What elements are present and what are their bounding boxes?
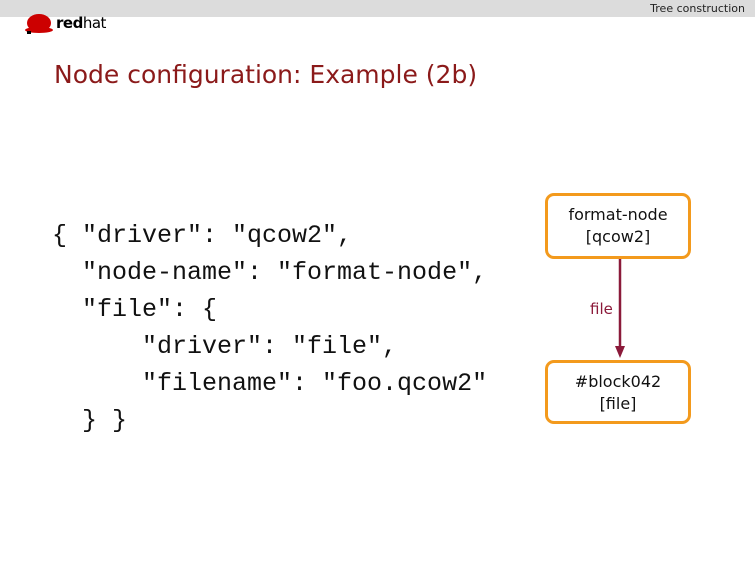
node-format-node: format-node [qcow2] [545, 193, 691, 259]
node-driver: [file] [599, 394, 637, 413]
slide-title: Node configuration: Example (2b) [54, 60, 478, 89]
code-line: } } [52, 406, 128, 435]
section-title: Tree construction [650, 2, 745, 15]
edge-label: file [590, 300, 613, 318]
redhat-hat-icon [25, 14, 53, 34]
logo-text: redhat [56, 14, 106, 32]
node-block042: #block042 [file] [545, 360, 691, 424]
node-driver: [qcow2] [585, 227, 651, 246]
code-line: { "driver": "qcow2", [52, 221, 353, 250]
code-line: "node-name": "format-node", [52, 258, 488, 287]
node-name: format-node [568, 205, 668, 224]
code-line: "driver": "file", [52, 332, 398, 361]
code-block: { "driver": "qcow2", "node-name": "forma… [52, 217, 487, 439]
redhat-logo: redhat [24, 10, 106, 36]
node-name: #block042 [574, 372, 662, 391]
code-line: "file": { [52, 295, 218, 324]
code-line: "filename": "foo.qcow2" [52, 369, 488, 398]
header-bar: Tree construction [0, 0, 755, 17]
